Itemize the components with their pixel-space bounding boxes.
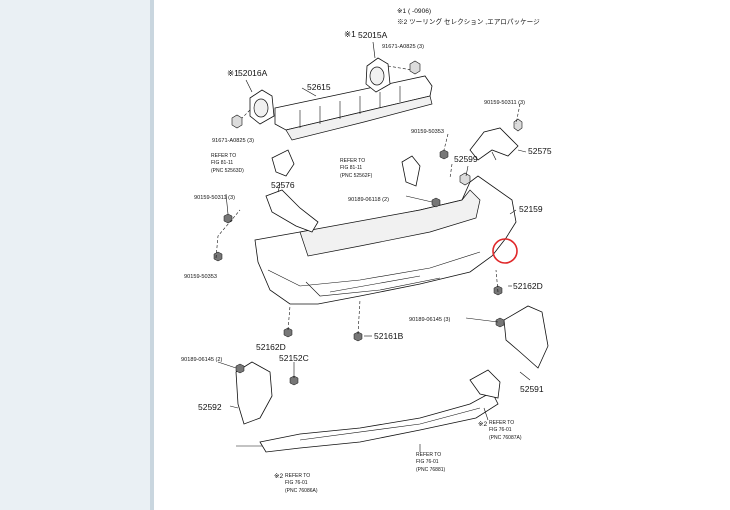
ref-right-bottom-2: FIG 76-01 xyxy=(489,427,512,433)
ref-left-3[interactable]: (PNC 52563D) xyxy=(211,168,244,174)
bracket-52575[interactable] xyxy=(469,118,527,161)
label-52152c[interactable]: 52152C xyxy=(279,353,309,363)
note-line-1: ※1 ( -0906) xyxy=(397,8,431,15)
ref-left-2: FIG 81-11 xyxy=(211,160,233,166)
label-52591[interactable]: 52591 xyxy=(520,384,544,394)
ref-mid-3[interactable]: (PNC 52562F) xyxy=(340,173,373,179)
ref-left-bottom-2: FIG 76-01 xyxy=(285,480,308,486)
marker-note-1b: ※1 xyxy=(227,68,239,78)
highlight-circle[interactable] xyxy=(492,238,518,264)
bumper-cover-52159[interactable] xyxy=(254,175,517,305)
leader-lines xyxy=(215,87,521,452)
marker-note-2b: ※2 xyxy=(274,473,284,480)
label-52162d-right[interactable]: 52162D xyxy=(513,281,543,291)
label-52592[interactable]: 52592 xyxy=(198,402,222,412)
label-91671-a0825-left[interactable]: 91671-A0825 (3) xyxy=(212,138,254,144)
side-spoiler-52592[interactable] xyxy=(229,361,273,425)
label-52159[interactable]: 52159 xyxy=(519,204,543,214)
label-52599[interactable]: 52599 xyxy=(454,154,478,164)
panel-divider xyxy=(150,0,154,510)
marker-note-2a: ※2 xyxy=(478,421,488,428)
label-90189-06145-left[interactable]: 90189-06145 (2) xyxy=(181,357,223,363)
fasteners xyxy=(213,149,505,386)
marker-note-1a: ※1 xyxy=(344,29,356,39)
left-panel xyxy=(0,0,150,510)
ref-mid-bottom-3[interactable]: (PNC 76881) xyxy=(416,467,446,473)
ref-left-bottom-1: REFER TO xyxy=(285,473,310,479)
label-52162d-left[interactable]: 52162D xyxy=(256,342,286,352)
label-90159-50353-left[interactable]: 90159-50353 xyxy=(184,274,217,280)
label-90159-50311-left[interactable]: 90159-50311 (3) xyxy=(194,195,235,201)
ref-left-bottom-3[interactable]: (PNC 76086A) xyxy=(285,488,318,494)
label-52016a[interactable]: 52016A xyxy=(238,68,268,78)
label-90159-50311-right[interactable]: 90159-50311 (3) xyxy=(484,100,525,106)
side-spoiler-52591[interactable] xyxy=(503,305,549,381)
ref-mid-2: FIG 81-11 xyxy=(340,165,362,171)
label-52615[interactable]: 52615 xyxy=(307,82,331,92)
ref-mid-1: REFER TO xyxy=(340,158,365,164)
ref-bracket-left[interactable] xyxy=(271,149,295,177)
label-90189-06145-right[interactable]: 90189-06145 (3) xyxy=(409,317,451,323)
bumper-reinforcement-52615[interactable] xyxy=(274,75,433,141)
bracket-52576[interactable] xyxy=(265,183,319,233)
label-90189-06118[interactable]: 90189-06118 (2) xyxy=(348,197,389,203)
label-52576[interactable]: 52576 xyxy=(271,180,295,190)
retainer-52599[interactable] xyxy=(401,155,471,187)
label-90159-50353-mid[interactable]: 90159-50353 xyxy=(411,129,444,135)
ref-right-bottom-3[interactable]: (PNC 76087A) xyxy=(489,435,522,441)
label-91671-a0825-top[interactable]: 91671-A0825 (3) xyxy=(382,44,424,50)
label-52015a[interactable]: 52015A xyxy=(358,30,388,40)
note-line-2: ※2 ツーリング セレクション ,エアロパッケージ xyxy=(397,17,540,26)
label-52161b[interactable]: 52161B xyxy=(374,331,404,341)
label-52575[interactable]: 52575 xyxy=(528,146,552,156)
lower-spoiler-assembly[interactable] xyxy=(259,369,501,453)
ref-right-bottom-1: REFER TO xyxy=(489,420,514,426)
absorber-52016a[interactable] xyxy=(231,79,275,129)
ref-mid-bottom-1: REFER TO xyxy=(416,452,441,458)
ref-left-1: REFER TO xyxy=(211,153,236,159)
ref-mid-bottom-2: FIG 76-01 xyxy=(416,459,439,465)
absorber-52015a[interactable] xyxy=(365,41,421,93)
